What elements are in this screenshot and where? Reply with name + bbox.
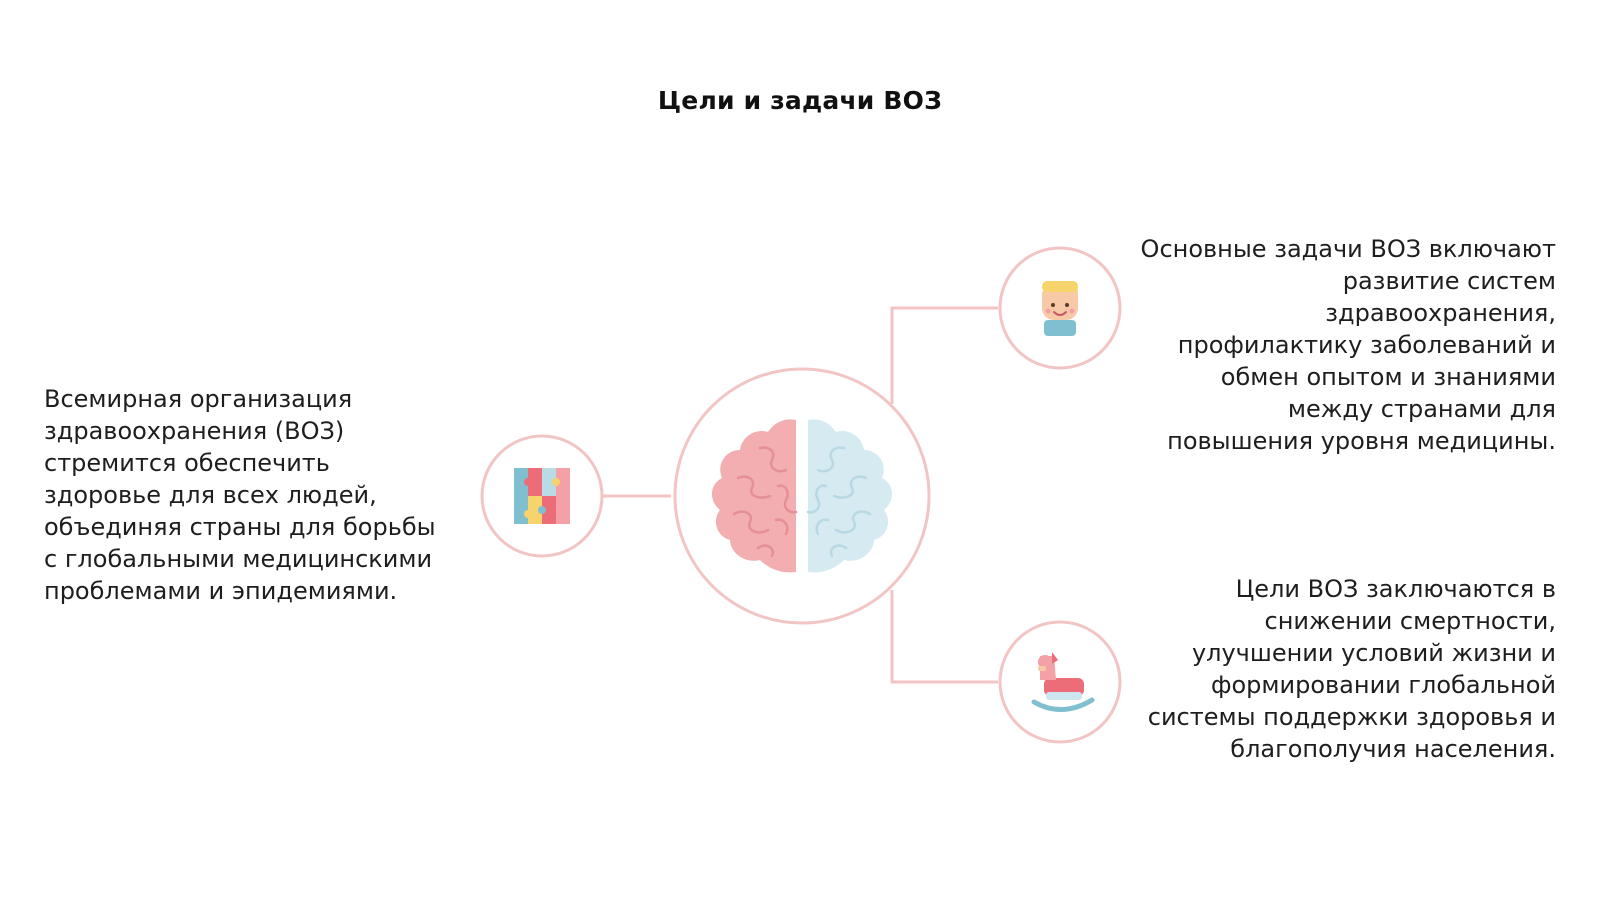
tasks-text: Основные задачи ВОЗ включают развитие си… (1140, 235, 1556, 455)
brain-icon (711, 419, 893, 573)
connectors (602, 306, 998, 684)
center-node (673, 367, 931, 625)
top-right-node (998, 246, 1122, 370)
rocking-horse-icon (1031, 652, 1095, 713)
puzzle-icon (514, 468, 570, 524)
connector-bottom-right (890, 590, 998, 684)
bottom-right-node (998, 620, 1122, 744)
center-ring (673, 367, 931, 625)
intro-text: Всемирная организация здравоохранения (В… (44, 385, 436, 605)
left-node (480, 434, 604, 558)
child-face-icon (1042, 281, 1078, 336)
connector-top-right (890, 306, 998, 404)
page-title: Цели и задачи ВОЗ (657, 86, 943, 115)
goals-text: Цели ВОЗ заключаются в снижении смертнос… (1147, 575, 1556, 763)
